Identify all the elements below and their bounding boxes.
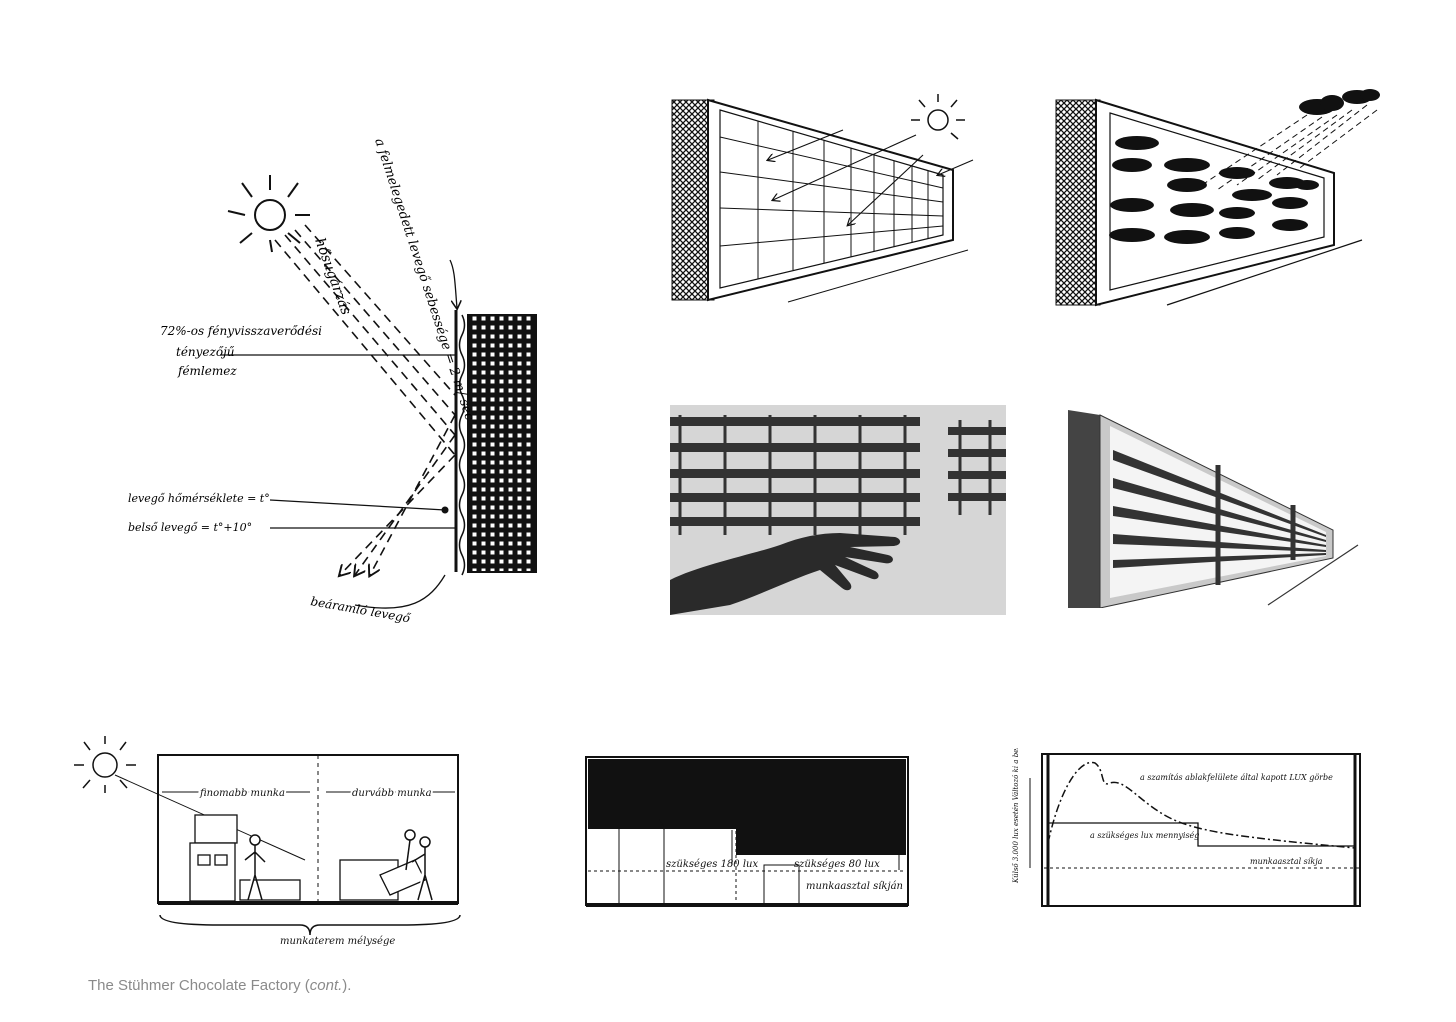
facade-section-diagram: a felmelegedett levegő sebessége = 2 m/ … — [128, 137, 537, 626]
label-lux-curve: a szamítás ablakfelülete által kapott LU… — [1140, 773, 1333, 782]
label-heat-radiation: hősugárzás — [311, 236, 354, 317]
light-section: szükséges 180 lux szükséges 80 lux munka… — [585, 756, 909, 907]
cloud-icon — [1299, 89, 1380, 115]
label-needed-80: szükséges 80 lux — [794, 859, 880, 870]
label-inner-air: belső levegő = t°+10° — [128, 521, 252, 534]
label-coarse-work: durvább munka — [352, 788, 432, 799]
label-workplane-level: munkaasztal síkja — [1250, 857, 1323, 866]
label-axis: Külső 3.000 lux esetén Változó ki a bels… — [1011, 748, 1020, 884]
label-hall-depth: munkaterem mélysége — [280, 936, 395, 947]
label-needed-180: szükséges 180 lux — [666, 859, 758, 870]
facade-sun-perspective — [671, 94, 974, 303]
photo-facade-shadow — [670, 405, 1006, 615]
lux-curve-diagram: a szamítás ablakfelülete által kapott LU… — [1011, 748, 1361, 907]
sun-icon — [227, 175, 310, 253]
sun-icon — [911, 94, 965, 140]
label-workplane: munkaasztal síkján — [806, 881, 903, 892]
photo-facade-model — [1068, 410, 1368, 608]
worker-figure — [244, 829, 433, 901]
label-air-temp: levegő hőmérséklete = t° — [128, 492, 270, 505]
facade-rain-perspective — [1055, 89, 1380, 307]
label-outside-air: beáramló levegő — [309, 594, 411, 625]
label-reflective-sheet-2: tényezőjű — [176, 345, 235, 359]
figure-caption: The Stühmer Chocolate Factory (cont.). — [88, 977, 352, 994]
sun-icon — [74, 736, 136, 793]
label-reflective-sheet-3: fémlemez — [177, 364, 237, 378]
label-fine-work: finomabb munka — [199, 788, 285, 799]
label-required-lux: a szükséges lux mennyiség — [1090, 831, 1199, 840]
label-reflective-sheet-1: 72%-os fényvisszaverődési — [160, 324, 322, 338]
work-hall-section: finomabb munka durvább munka munkaterem … — [74, 736, 461, 947]
hand-shadow — [670, 533, 901, 615]
